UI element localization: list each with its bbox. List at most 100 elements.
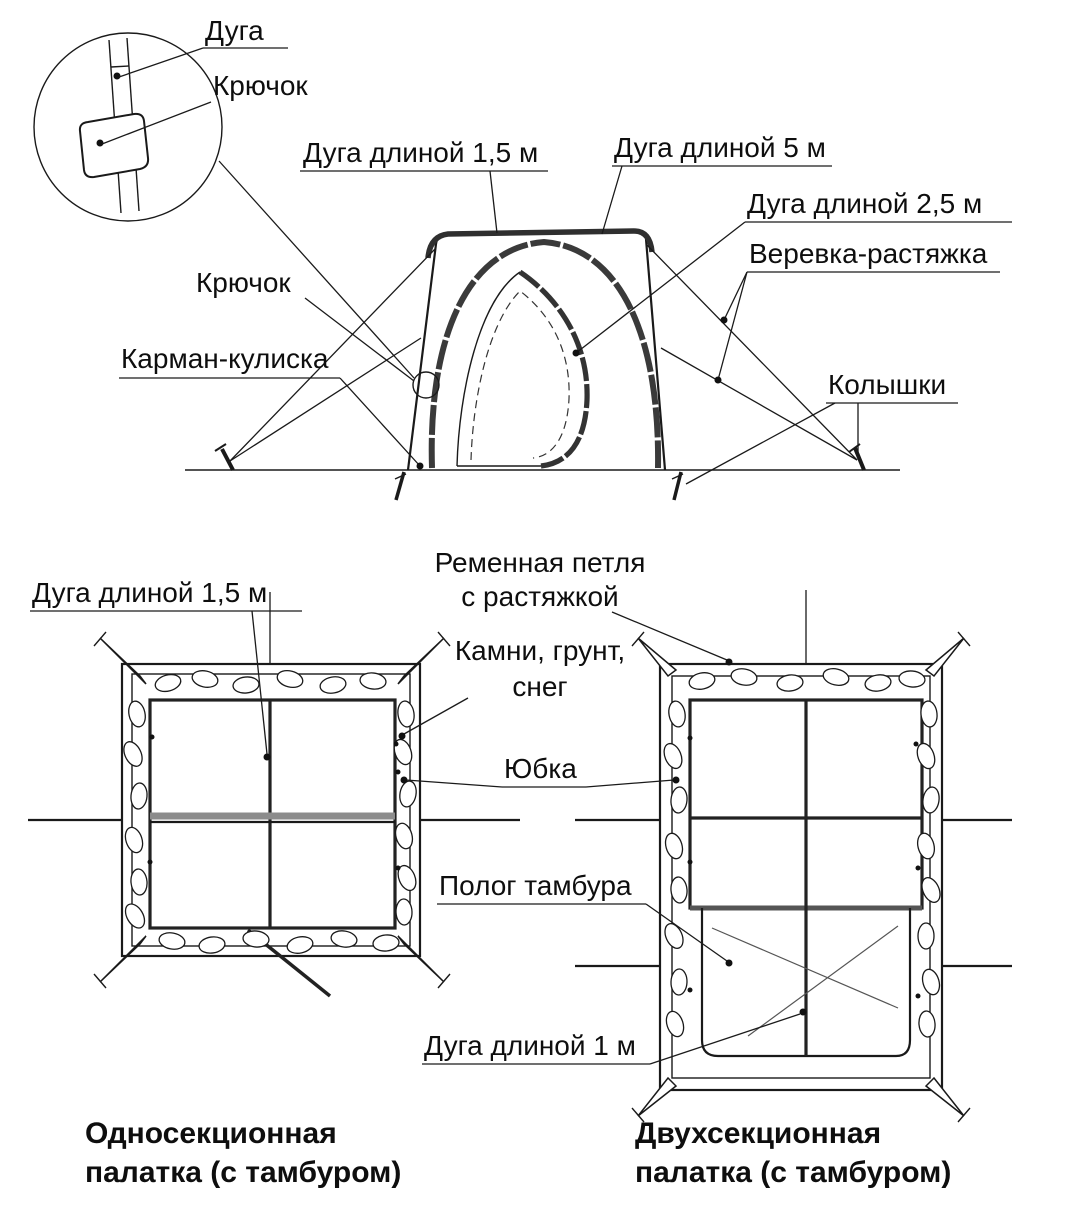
stone-dot [913, 741, 919, 747]
stone-oval [124, 903, 146, 929]
detail-labels: Дуга Крючок [101, 15, 308, 145]
corner-peg [99, 935, 147, 983]
stake-bottom-right [672, 471, 683, 501]
stone-oval [397, 700, 415, 728]
leader-kryuchok-top [101, 101, 212, 145]
corner-peg [924, 637, 965, 678]
label-remennaya-line2: с растяжкой [461, 581, 618, 612]
stone-oval [776, 674, 804, 692]
stones [123, 669, 417, 954]
label-yubka: Юбка [504, 753, 577, 784]
stone-oval [395, 898, 413, 926]
stone-oval [232, 676, 260, 694]
stone-oval [319, 676, 347, 694]
stake-right [853, 447, 866, 471]
detail-circle [33, 32, 223, 222]
stone-oval [123, 741, 143, 767]
stone-oval [399, 780, 417, 808]
corner-peg [637, 1076, 678, 1117]
dome-arc-5m [428, 238, 662, 469]
label-duga: Дуга [205, 15, 264, 46]
leader-verevka [723, 271, 748, 321]
leader-dot [725, 658, 733, 666]
stake-bottom-left [394, 471, 406, 501]
stone-oval [330, 930, 358, 948]
leader-dot [398, 732, 406, 740]
zoom-connector-line [218, 160, 415, 379]
stones [663, 668, 941, 1038]
stone-oval [154, 673, 182, 693]
label-polog: Полог тамбура [439, 870, 632, 901]
leader-yubka-left [405, 779, 503, 788]
corner-peg [397, 637, 445, 685]
label-duga-5: Дуга длиной 5 м [614, 132, 826, 163]
stone-oval [916, 832, 936, 860]
stone-dot [147, 859, 153, 865]
caption-left-line1: Односекционная [85, 1117, 337, 1150]
stone-oval [397, 864, 417, 892]
stone-oval [921, 877, 941, 903]
leader-dot [720, 316, 728, 324]
captions: Односекционная палатка (с тамбуром) Двух… [85, 1117, 951, 1189]
leader-polog [645, 903, 728, 962]
stone-oval [158, 932, 186, 950]
stone-oval [393, 738, 413, 766]
peg-head [631, 631, 645, 647]
stone-dot [687, 859, 693, 865]
stone-oval [665, 1010, 685, 1038]
stone-oval [372, 934, 400, 952]
peg-head [93, 631, 107, 647]
leader-karman [339, 377, 421, 467]
stone-oval [668, 700, 686, 728]
leader-duga-5 [601, 165, 623, 235]
leader-verevka [717, 271, 748, 381]
stone-oval [124, 826, 144, 854]
peg-head [437, 973, 451, 989]
leader-duga [118, 47, 204, 78]
door-arc-25m [518, 269, 590, 469]
flap-diagonal [711, 927, 899, 1009]
left-plan [28, 592, 520, 998]
corner-peg [397, 935, 445, 983]
pole-joint [110, 65, 130, 68]
leader-duga-1 [649, 1013, 801, 1065]
leader-remennaya [611, 611, 728, 661]
stone-oval [394, 822, 414, 850]
stone-oval [918, 1010, 936, 1038]
stone-oval [670, 786, 688, 814]
elevation-labels: Дуга длиной 1,5 м Дуга длиной 5 м Дуга д… [119, 132, 1012, 485]
label-kamni-line1: Камни, грунт, [455, 635, 625, 666]
stone-oval [242, 930, 270, 948]
stone-oval [864, 674, 892, 692]
leader-yubka-right [585, 779, 675, 788]
guy-rope-left [229, 247, 437, 462]
label-duga-15-plan: Дуга длиной 1,5 м [32, 577, 267, 608]
stone-dot [687, 987, 693, 993]
stone-oval [276, 669, 304, 689]
stone-oval [730, 668, 758, 686]
stone-oval [917, 922, 935, 950]
stake-bottom-left-head [394, 473, 407, 480]
peg-head [631, 1107, 645, 1123]
stone-dot [149, 734, 155, 740]
leader-duga-15-plan [251, 610, 268, 755]
caption-left-line2: палатка (с тамбуром) [85, 1156, 401, 1189]
peg-head [957, 631, 971, 647]
corner-peg [637, 637, 678, 678]
stone-oval [664, 923, 684, 949]
label-remennaya-line1: Ременная петля [435, 547, 646, 578]
right-plan [575, 590, 1012, 1123]
stone-oval [130, 868, 148, 896]
stone-dot [393, 741, 399, 747]
leader-dot [714, 376, 722, 384]
stone-dot [687, 735, 693, 741]
stake-left-head [214, 443, 227, 452]
peg-head [93, 973, 107, 989]
stone-dot [915, 865, 921, 871]
leader-kamni [403, 697, 469, 735]
label-duga-15-elev: Дуга длиной 1,5 м [303, 137, 538, 168]
stone-oval [920, 700, 938, 728]
peg-head [437, 631, 451, 647]
stone-oval [191, 670, 219, 688]
stone-oval [663, 742, 683, 770]
